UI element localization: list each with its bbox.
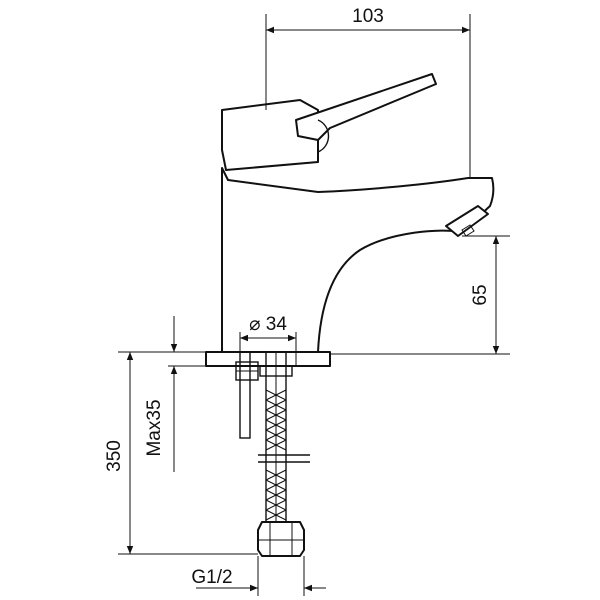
dimension-width: 103 (265, 6, 471, 178)
dimension-max-thickness: Max35 (144, 316, 222, 472)
dimension-hose-length: 350 (104, 351, 258, 555)
label-spout-height: 65 (470, 284, 491, 305)
mounting-hardware (235, 351, 310, 557)
label-max-thickness: Max35 (144, 399, 165, 456)
dimension-diameter: ⌀ 34 (239, 314, 297, 366)
label-thread: G1/2 (191, 567, 232, 588)
dimension-thread: G1/2 (191, 556, 326, 596)
label-width: 103 (352, 6, 384, 27)
dimension-spout-height: 65 (330, 235, 510, 355)
faucet-body (205, 73, 495, 367)
label-hose-length: 350 (104, 440, 125, 472)
hose-braid (265, 389, 287, 521)
label-diameter: ⌀ 34 (249, 314, 287, 335)
